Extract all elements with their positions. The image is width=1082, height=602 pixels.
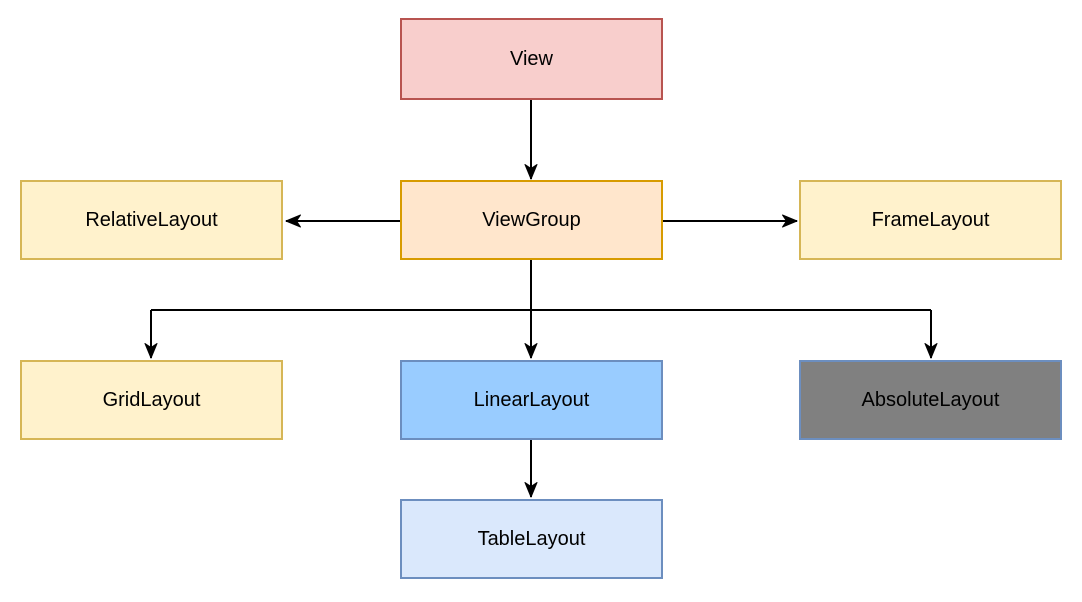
node-absolutelayout: AbsoluteLayout [799, 360, 1062, 440]
node-framelayout: FrameLayout [799, 180, 1062, 260]
node-viewgroup-label: ViewGroup [482, 208, 581, 231]
node-view: View [400, 18, 663, 100]
node-relativelayout-label: RelativeLayout [85, 208, 218, 231]
node-viewgroup: ViewGroup [400, 180, 663, 260]
node-absolutelayout-label: AbsoluteLayout [861, 388, 1000, 411]
node-relativelayout: RelativeLayout [20, 180, 283, 260]
node-framelayout-label: FrameLayout [871, 208, 990, 231]
node-gridlayout: GridLayout [20, 360, 283, 440]
node-gridlayout-label: GridLayout [102, 388, 201, 411]
node-view-label: View [510, 47, 553, 70]
node-tablelayout-label: TableLayout [477, 527, 586, 550]
node-linearlayout-label: LinearLayout [473, 388, 590, 411]
node-tablelayout: TableLayout [400, 499, 663, 579]
node-linearlayout: LinearLayout [400, 360, 663, 440]
